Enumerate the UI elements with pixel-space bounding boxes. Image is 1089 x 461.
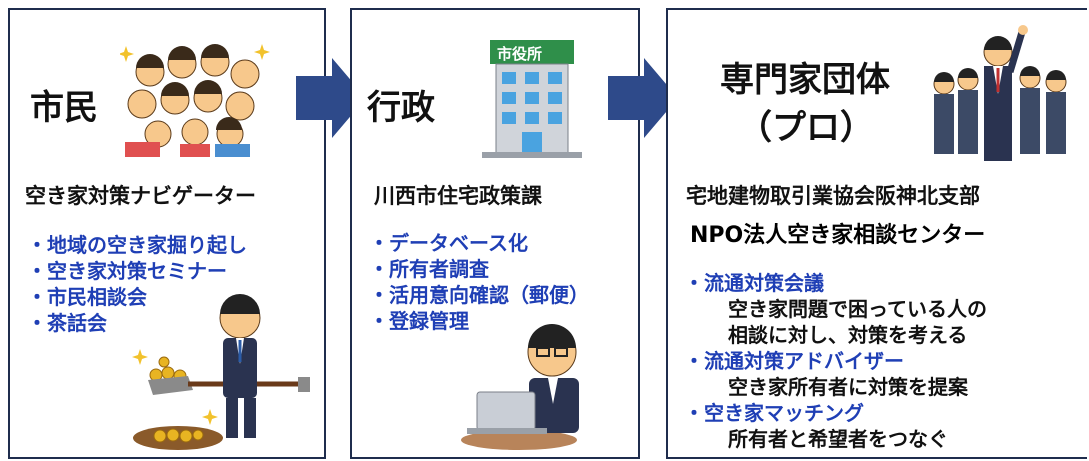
list-item-desc: 空き家問題で困っている人の [728,297,987,321]
panel-citizen: 市民 空き家対策ナビゲーター ・地域の空き家掘り起し ・空き家対策セミナー ・市… [8,8,326,459]
arrow-right-icon [608,58,678,138]
list-item: ・登録管理 [369,309,469,333]
citizen-activity-list: ・地域の空き家掘り起し ・空き家対策セミナー ・市民相談会 ・茶話会 [27,232,247,336]
pro-org-realestate: 宅地建物取引業協会阪神北支部 [686,184,980,208]
list-item-label: ・流通対策アドバイザー [684,349,904,373]
office-worker-illustration [461,324,579,450]
list-item-desc: 相談に対し、対策を考える [728,323,968,347]
list-item-label: ・空き家マッチング [684,401,864,425]
list-item: ・データベース化 [369,231,528,255]
professionals-group-illustration [933,25,1067,161]
city-hall-sign: 市役所 [497,45,543,63]
admin-task-list: ・データベース化 ・所有者調査 ・活用意向確認（郵便） ・登録管理 [369,230,589,334]
list-item: ・茶話会 [27,311,107,335]
arrow-right-icon [296,58,366,138]
pro-service-list: ・流通対策会議 空き家問題で困っている人の 相談に対し、対策を考える ・流通対策… [684,270,987,452]
list-item-desc: 空き家所有者に対策を提案 [728,375,968,399]
list-item-desc: 所有者と希望者をつなぐ [728,427,948,451]
citizen-subtitle: 空き家対策ナビゲーター [25,184,256,208]
panel-professionals: 専門家団体 （プロ） 宅地建物取引業協会阪神北支部 NPO法人空き家相談センター… [666,8,1087,459]
list-item: ・市民相談会 [27,285,147,309]
crowd-illustration [120,44,270,157]
pro-title-sub: （プロ） [738,108,874,148]
city-hall-icon [482,40,582,158]
list-item: ・所有者調査 [369,257,489,281]
panel-admin: 行政 市役所 川西市住宅政策課 ・データベース化 ・所有者調査 ・活用意向確認（… [350,8,640,459]
admin-subtitle: 川西市住宅政策課 [374,184,542,208]
pro-org-npo: NPO法人空き家相談センター [690,223,986,248]
digging-man-illustration [132,294,310,450]
list-item: ・活用意向確認（郵便） [369,283,589,307]
citizen-title: 市民 [30,88,98,128]
pro-title: 専門家団体 [720,60,890,100]
list-item: ・空き家対策セミナー [27,259,227,283]
admin-title: 行政 [367,88,435,128]
list-item-label: ・流通対策会議 [684,271,824,295]
list-item: ・地域の空き家掘り起し [27,233,247,257]
